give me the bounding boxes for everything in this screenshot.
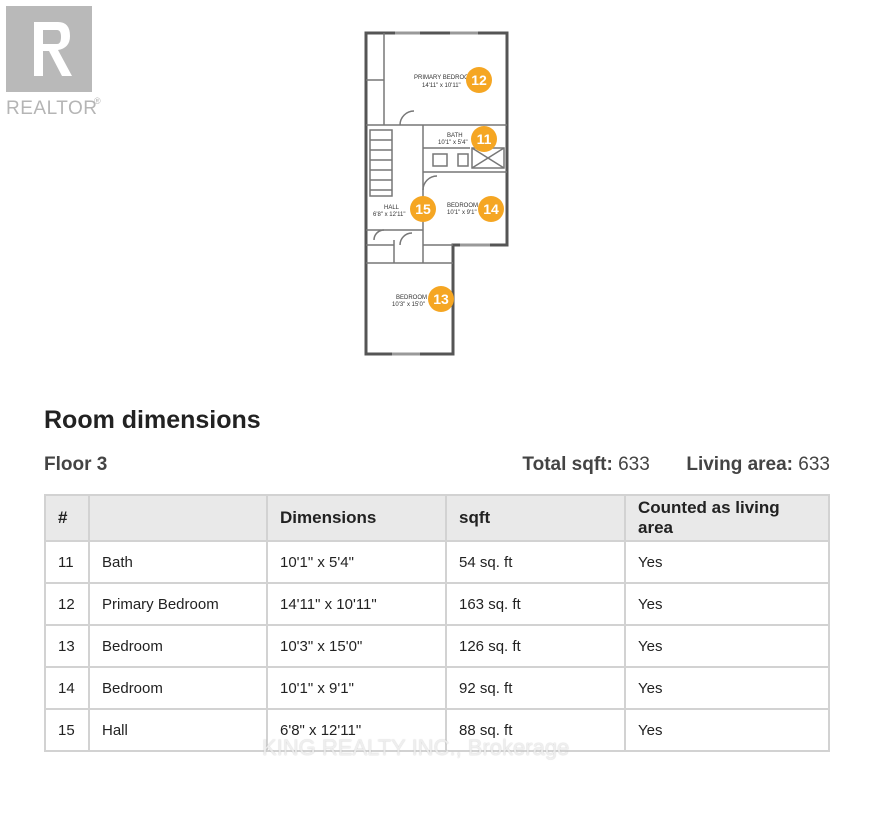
room-badge-13: 13	[428, 286, 454, 312]
realtor-logo-text: REALTOR	[6, 98, 98, 119]
cell-sqft: 92 sq. ft	[445, 666, 626, 710]
table-row: 13 Bedroom 10'3" x 15'0" 126 sq. ft Yes	[44, 624, 830, 668]
cell-living-area: Yes	[624, 666, 830, 710]
plan-room-dims-bedroom-13: 10'3" x 15'0"	[392, 302, 425, 308]
cell-dimensions: 6'8" x 12'11"	[266, 708, 447, 752]
table-row: 12 Primary Bedroom 14'11" x 10'11" 163 s…	[44, 582, 830, 626]
cell-number: 11	[44, 540, 90, 584]
column-header-number: #	[44, 494, 90, 542]
cell-number: 12	[44, 582, 90, 626]
cell-dimensions: 14'11" x 10'11"	[266, 582, 447, 626]
plan-room-name-bedroom-14: BEDROOM	[447, 203, 478, 209]
cell-living-area: Yes	[624, 582, 830, 626]
room-dimensions-table: # Dimensions sqft Counted as living area…	[44, 494, 830, 752]
plan-room-dims-primary: 14'11" x 10'11"	[422, 83, 461, 89]
cell-number: 13	[44, 624, 90, 668]
room-badge-15: 15	[410, 196, 436, 222]
cell-sqft: 126 sq. ft	[445, 624, 626, 668]
column-header-room	[88, 494, 268, 542]
cell-room: Bedroom	[88, 624, 268, 668]
column-header-dimensions: Dimensions	[266, 494, 447, 542]
page-title: Room dimensions	[44, 406, 261, 434]
cell-dimensions: 10'1" x 5'4"	[266, 540, 447, 584]
cell-living-area: Yes	[624, 624, 830, 668]
plan-room-dims-bath: 10'1" x 5'4"	[438, 140, 468, 146]
cell-dimensions: 10'1" x 9'1"	[266, 666, 447, 710]
cell-dimensions: 10'3" x 15'0"	[266, 624, 447, 668]
cell-sqft: 88 sq. ft	[445, 708, 626, 752]
svg-text:14: 14	[483, 201, 499, 217]
cell-living-area: Yes	[624, 540, 830, 584]
area-totals: Total sqft: 633 Living area: 633	[522, 454, 830, 476]
cell-room: Primary Bedroom	[88, 582, 268, 626]
plan-room-dims-bedroom-14: 10'1" x 9'1"	[447, 210, 477, 216]
table-header-row: # Dimensions sqft Counted as living area	[44, 494, 830, 542]
cell-room: Bedroom	[88, 666, 268, 710]
column-header-sqft: sqft	[445, 494, 626, 542]
plan-room-name-hall: HALL	[384, 205, 400, 211]
cell-number: 15	[44, 708, 90, 752]
column-header-living-area: Counted as living area	[624, 494, 830, 542]
plan-room-dims-hall: 6'8" x 12'11"	[373, 212, 405, 218]
plan-room-name-bedroom-13: BEDROOM	[396, 295, 427, 301]
cell-room: Hall	[88, 708, 268, 752]
floor-plan: PRIMARY BEDROOM 14'11" x 10'11" BATH 10'…	[364, 31, 509, 356]
cell-sqft: 163 sq. ft	[445, 582, 626, 626]
room-badge-12: 12	[466, 67, 492, 93]
plan-room-name-primary: PRIMARY BEDROOM	[414, 75, 474, 81]
plan-room-name-bath: BATH	[447, 133, 463, 139]
cell-room: Bath	[88, 540, 268, 584]
brokerage-watermark: KING REALTY INC., Brokerage	[262, 735, 570, 760]
room-badge-14: 14	[478, 196, 504, 222]
table-row: 14 Bedroom 10'1" x 9'1" 92 sq. ft Yes	[44, 666, 830, 710]
cell-number: 14	[44, 666, 90, 710]
total-sqft-value: 633	[618, 454, 650, 475]
svg-text:15: 15	[415, 201, 431, 217]
table-row: 15 Hall 6'8" x 12'11" 88 sq. ft Yes	[44, 708, 830, 752]
table-row: 11 Bath 10'1" x 5'4" 54 sq. ft Yes	[44, 540, 830, 584]
realtor-reg-mark: ®	[94, 96, 101, 106]
realtor-r-icon	[6, 6, 92, 92]
svg-text:11: 11	[477, 131, 492, 147]
floor-label: Floor 3	[44, 454, 108, 475]
total-sqft-label: Total sqft:	[522, 454, 613, 475]
svg-text:12: 12	[471, 72, 487, 88]
living-area-label: Living area:	[686, 454, 794, 475]
cell-sqft: 54 sq. ft	[445, 540, 626, 584]
realtor-logo: REALTOR ®	[6, 6, 101, 119]
svg-text:13: 13	[433, 291, 449, 307]
cell-living-area: Yes	[624, 708, 830, 752]
room-badge-11: 11	[471, 126, 497, 152]
living-area-value: 633	[798, 454, 830, 475]
